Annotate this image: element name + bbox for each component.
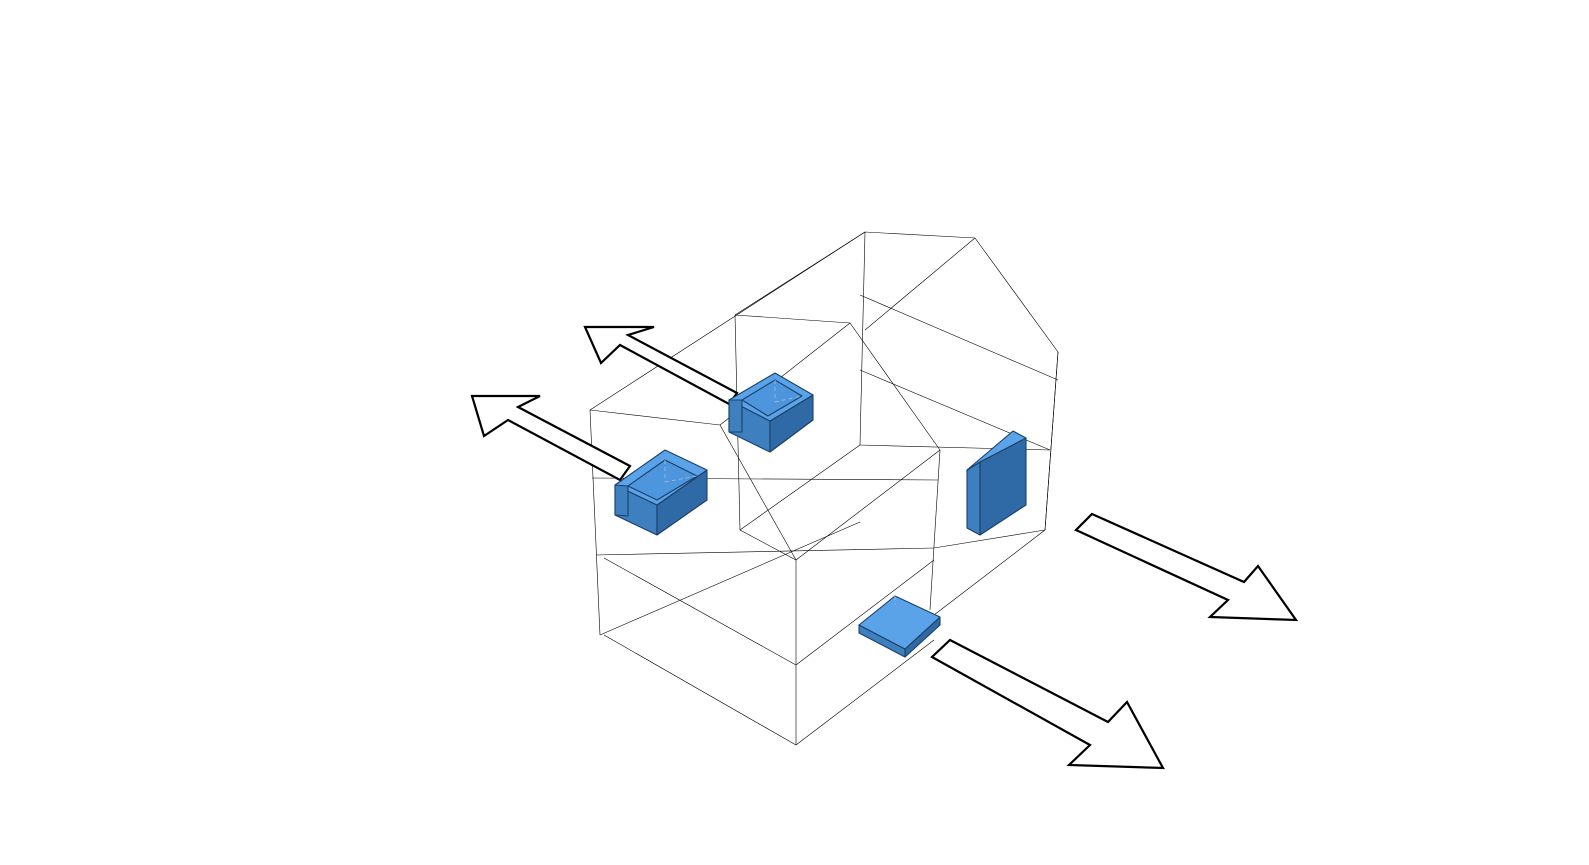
- interior-floor: [739, 444, 861, 531]
- front-upper-floor: [603, 557, 797, 666]
- ridge-vertical: [859, 231, 866, 446]
- roof-ridge-outline: [589, 231, 1059, 616]
- back-floor-line-1: [859, 294, 1059, 381]
- ridge-front: [734, 231, 866, 316]
- front-gable-outline: [603, 634, 935, 746]
- interior-diagonal: [719, 424, 797, 561]
- right-roof-slope: [864, 237, 976, 331]
- arrow-lower-right: [930, 638, 1165, 770]
- arrow-right: [1074, 512, 1299, 622]
- ventilation-units: [614, 372, 1027, 658]
- front-lower-edge: [795, 559, 935, 666]
- house-wireframe: [589, 231, 1059, 746]
- lower-depth-line: [599, 521, 861, 636]
- lower-back-line: [933, 529, 1046, 549]
- interior-roof: [734, 314, 851, 324]
- arrow-upper-left: [583, 325, 739, 406]
- left-lower-floor-line: [595, 547, 935, 556]
- right-wall-vertical: [1044, 351, 1059, 531]
- unit-left-tray: [614, 449, 708, 536]
- unit-wall-panel: [966, 430, 1027, 536]
- unit-upper-tray: [728, 372, 814, 453]
- arrow-lower-left: [470, 394, 632, 482]
- airflow-arrows: [470, 325, 1299, 770]
- unit-floor-slab: [858, 595, 941, 658]
